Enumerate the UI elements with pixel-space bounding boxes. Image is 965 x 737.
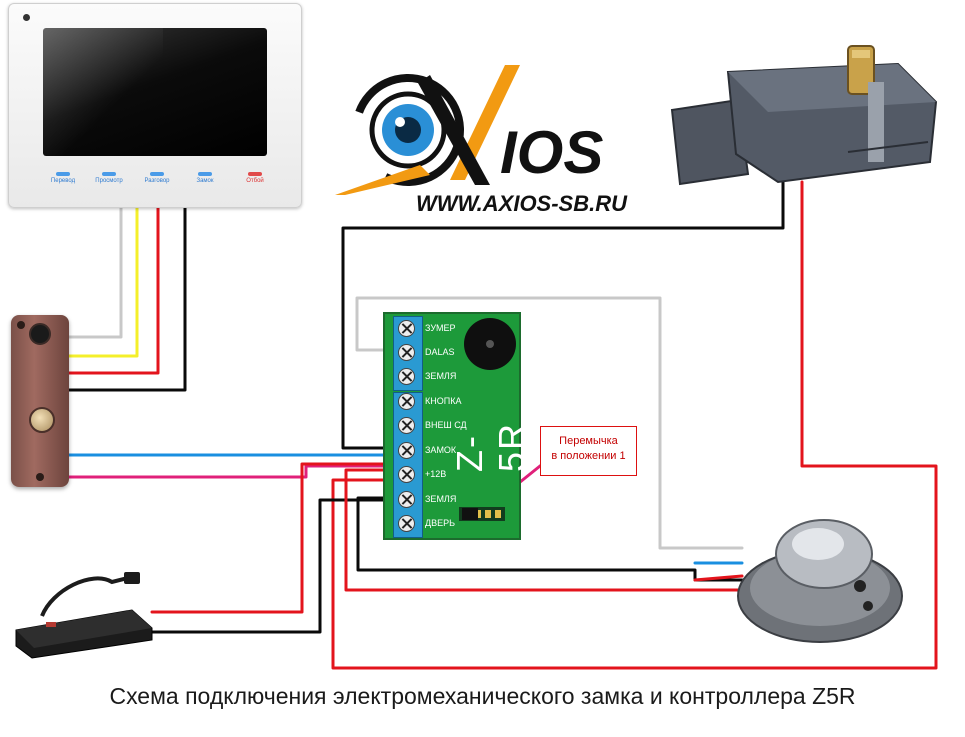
screw-icon [17,321,25,329]
terminal-label-ground: ЗЕМЛЯ [425,371,457,381]
screw-icon [36,473,44,481]
jumper-note-line1: Перемычка [559,435,618,447]
jumper-cap[interactable] [462,508,478,520]
terminal-label-zumer: ЗУМЕР [425,323,456,333]
logo-url: WWW.AXIOS-SB.RU [416,191,628,216]
terminal-screw-icon [395,464,419,486]
terminal-screw-icon [395,513,419,535]
monitor-camera-dot [23,14,30,21]
diagram-caption: Схема подключения электромеханического з… [109,683,856,709]
terminal-label-ground-2: ЗЕМЛЯ [425,494,457,504]
psu-graphic [15,572,153,659]
controller-z5r: ЗУМЕР DALAS ЗЕМЛЯ КНОПКА ВНЕШ СД ЗАМОК +… [383,312,532,540]
monitor-button-view[interactable]: Просмотр [89,172,129,184]
wire-reader-red [344,468,744,592]
logo-brand-text: IOS [500,119,603,186]
wire-lock-black [341,178,785,450]
terminal-label-lock: ЗАМОК [425,445,457,455]
terminal-label-12v: +12В [425,469,447,479]
terminal-screw-icon [395,440,419,462]
wire-panel-magenta [66,464,390,479]
terminal-label-button: КНОПКА [425,396,462,406]
wire-monitor-panel-gray [66,206,123,339]
controller-model-label: Z-5R [449,421,532,472]
wire-psu-black [150,498,390,634]
wire-reader-red-2 [693,574,744,582]
terminal-label-dalas: DALAS [425,347,455,357]
call-button[interactable] [29,407,55,433]
electromechanical-lock [668,42,942,207]
power-supply [12,570,157,660]
transfer-icon [56,172,70,176]
terminal-label-ext-led: ВНЕШ СД [425,420,467,430]
jumper-note: Перемычка в положении 1 [540,426,637,476]
logo-graphic: IOS [335,65,603,195]
call-panel [11,315,69,487]
proximity-reader [728,508,906,648]
terminal-screw-icon [395,391,419,413]
lock-graphic [670,45,938,186]
reader-graphic [737,519,903,643]
wire-monitor-panel-red [66,206,160,375]
wire-lock-red [331,180,938,670]
wire-psu-red [150,462,390,614]
buzzer-icon [464,318,516,370]
monitor-button-transfer[interactable]: Перевод [43,172,83,184]
camera-lens-icon [29,323,51,345]
view-icon [102,172,116,176]
talk-icon [150,172,164,176]
terminal-label-door: ДВЕРЬ [425,518,456,528]
key-icon [198,172,212,176]
monitor-button-hangup[interactable]: Отбой [235,172,275,184]
jumper-header [459,507,505,521]
terminal-screw-icon [395,415,419,437]
terminal-screw-icon [395,318,419,340]
video-intercom-monitor: Перевод Просмотр Разговор Замок Отбой [8,3,302,208]
monitor-button-talk[interactable]: Разговор [137,172,177,184]
terminal-screw-icon [395,489,419,511]
wire-monitor-panel-black [66,206,187,392]
wire-dalas-gray [355,296,744,550]
axios-logo: IOS WWW.AXIOS-SB.RU [330,45,630,225]
monitor-screen [43,28,267,156]
terminal-screw-icon [395,366,419,388]
terminal-screw-icon [395,342,419,364]
wire-monitor-panel-yellow [66,206,139,358]
monitor-button-lock[interactable]: Замок [185,172,225,184]
jumper-note-line2: в положении 1 [551,450,626,462]
hangup-icon [248,172,262,176]
